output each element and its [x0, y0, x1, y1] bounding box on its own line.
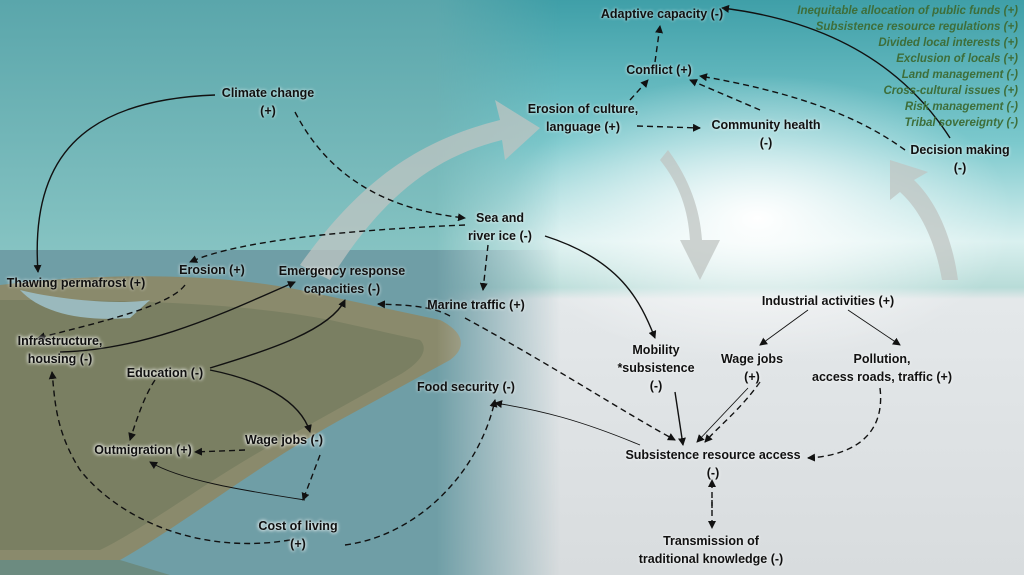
label-line: language (+): [546, 120, 620, 134]
node-climate-change: Climate change (+): [222, 84, 314, 120]
node-pollution: Pollution, access roads, traffic (+): [812, 350, 952, 386]
label-line: Emergency response: [278, 264, 406, 278]
decision-factor: Inequitable allocation of public funds (…: [797, 5, 1018, 17]
decision-factor: Tribal sovereignty (-): [904, 117, 1018, 129]
label-line: (-): [706, 466, 720, 480]
decision-factor: Exclusion of locals (+): [896, 53, 1018, 65]
node-transmission-traditional-knowledge: Transmission of traditional knowledge (-): [639, 532, 783, 568]
label-line: Community health: [711, 118, 821, 132]
label-line: Subsistence resource access: [625, 448, 801, 462]
label-line: housing (-): [27, 352, 93, 366]
node-adaptive-capacity: Adaptive capacity (-): [600, 7, 724, 21]
decision-factor: Land management (-): [901, 69, 1018, 81]
label-line: (-): [953, 161, 967, 175]
label-line: (-): [759, 136, 773, 150]
node-education: Education (-): [126, 366, 204, 380]
label-line: (-): [649, 379, 663, 393]
decision-factor: Divided local interests (+): [878, 37, 1018, 49]
label-line: (+): [260, 104, 276, 118]
label-line: Erosion of culture,: [527, 102, 639, 116]
node-subsistence-resource-access: Subsistence resource access (-): [625, 446, 800, 482]
node-cost-of-living: Cost of living (+): [258, 517, 337, 553]
label-line: *subsistence: [617, 361, 695, 375]
label-line: traditional knowledge (-): [638, 552, 784, 566]
label-line: (+): [744, 370, 760, 384]
node-erosion-of-culture: Erosion of culture, language (+): [528, 100, 638, 136]
label-line: Sea and: [476, 211, 524, 225]
label-line: access roads, traffic (+): [812, 370, 952, 384]
node-thawing-permafrost: Thawing permafrost (+): [6, 276, 146, 290]
cycle-arrows: [300, 100, 958, 280]
label-line: capacities (-): [303, 282, 381, 296]
label-line: (+): [290, 537, 306, 551]
decision-factor: Cross-cultural issues (+): [883, 85, 1018, 97]
label-line: Infrastructure,: [17, 334, 103, 348]
node-infrastructure-housing: Infrastructure, housing (-): [18, 332, 103, 368]
node-mobility-subsistence: Mobility *subsistence (-): [617, 341, 694, 395]
decision-factor: Subsistence resource regulations (+): [815, 21, 1018, 33]
label-line: Climate change: [221, 86, 315, 100]
label-line: Cost of living: [258, 519, 338, 533]
node-conflict: Conflict (+): [626, 63, 692, 77]
decision-factors-list: Inequitable allocation of public funds (…: [797, 3, 1018, 131]
node-wage-jobs-industry: Wage jobs (+): [721, 350, 783, 386]
label-line: Decision making: [910, 143, 1010, 157]
node-food-security: Food security (-): [417, 380, 515, 394]
node-industrial-activities: Industrial activities (+): [761, 294, 895, 308]
label-line: Transmission of: [663, 534, 759, 548]
decision-factor: Risk management (-): [904, 101, 1018, 113]
node-emergency-response: Emergency response capacities (-): [279, 262, 405, 298]
label-line: Mobility: [632, 343, 680, 357]
label-line: Wage jobs: [720, 352, 784, 366]
node-decision-making: Decision making (-): [910, 141, 1009, 177]
node-community-health: Community health (-): [711, 116, 820, 152]
node-marine-traffic: Marine traffic (+): [427, 298, 525, 312]
label-line: river ice (-): [468, 229, 532, 243]
node-erosion: Erosion (+): [179, 263, 245, 277]
node-outmigration: Outmigration (+): [94, 443, 192, 457]
label-line: Pollution,: [853, 352, 911, 366]
node-sea-river-ice: Sea and river ice (-): [468, 209, 532, 245]
node-wage-jobs-community: Wage jobs (-): [244, 433, 324, 447]
